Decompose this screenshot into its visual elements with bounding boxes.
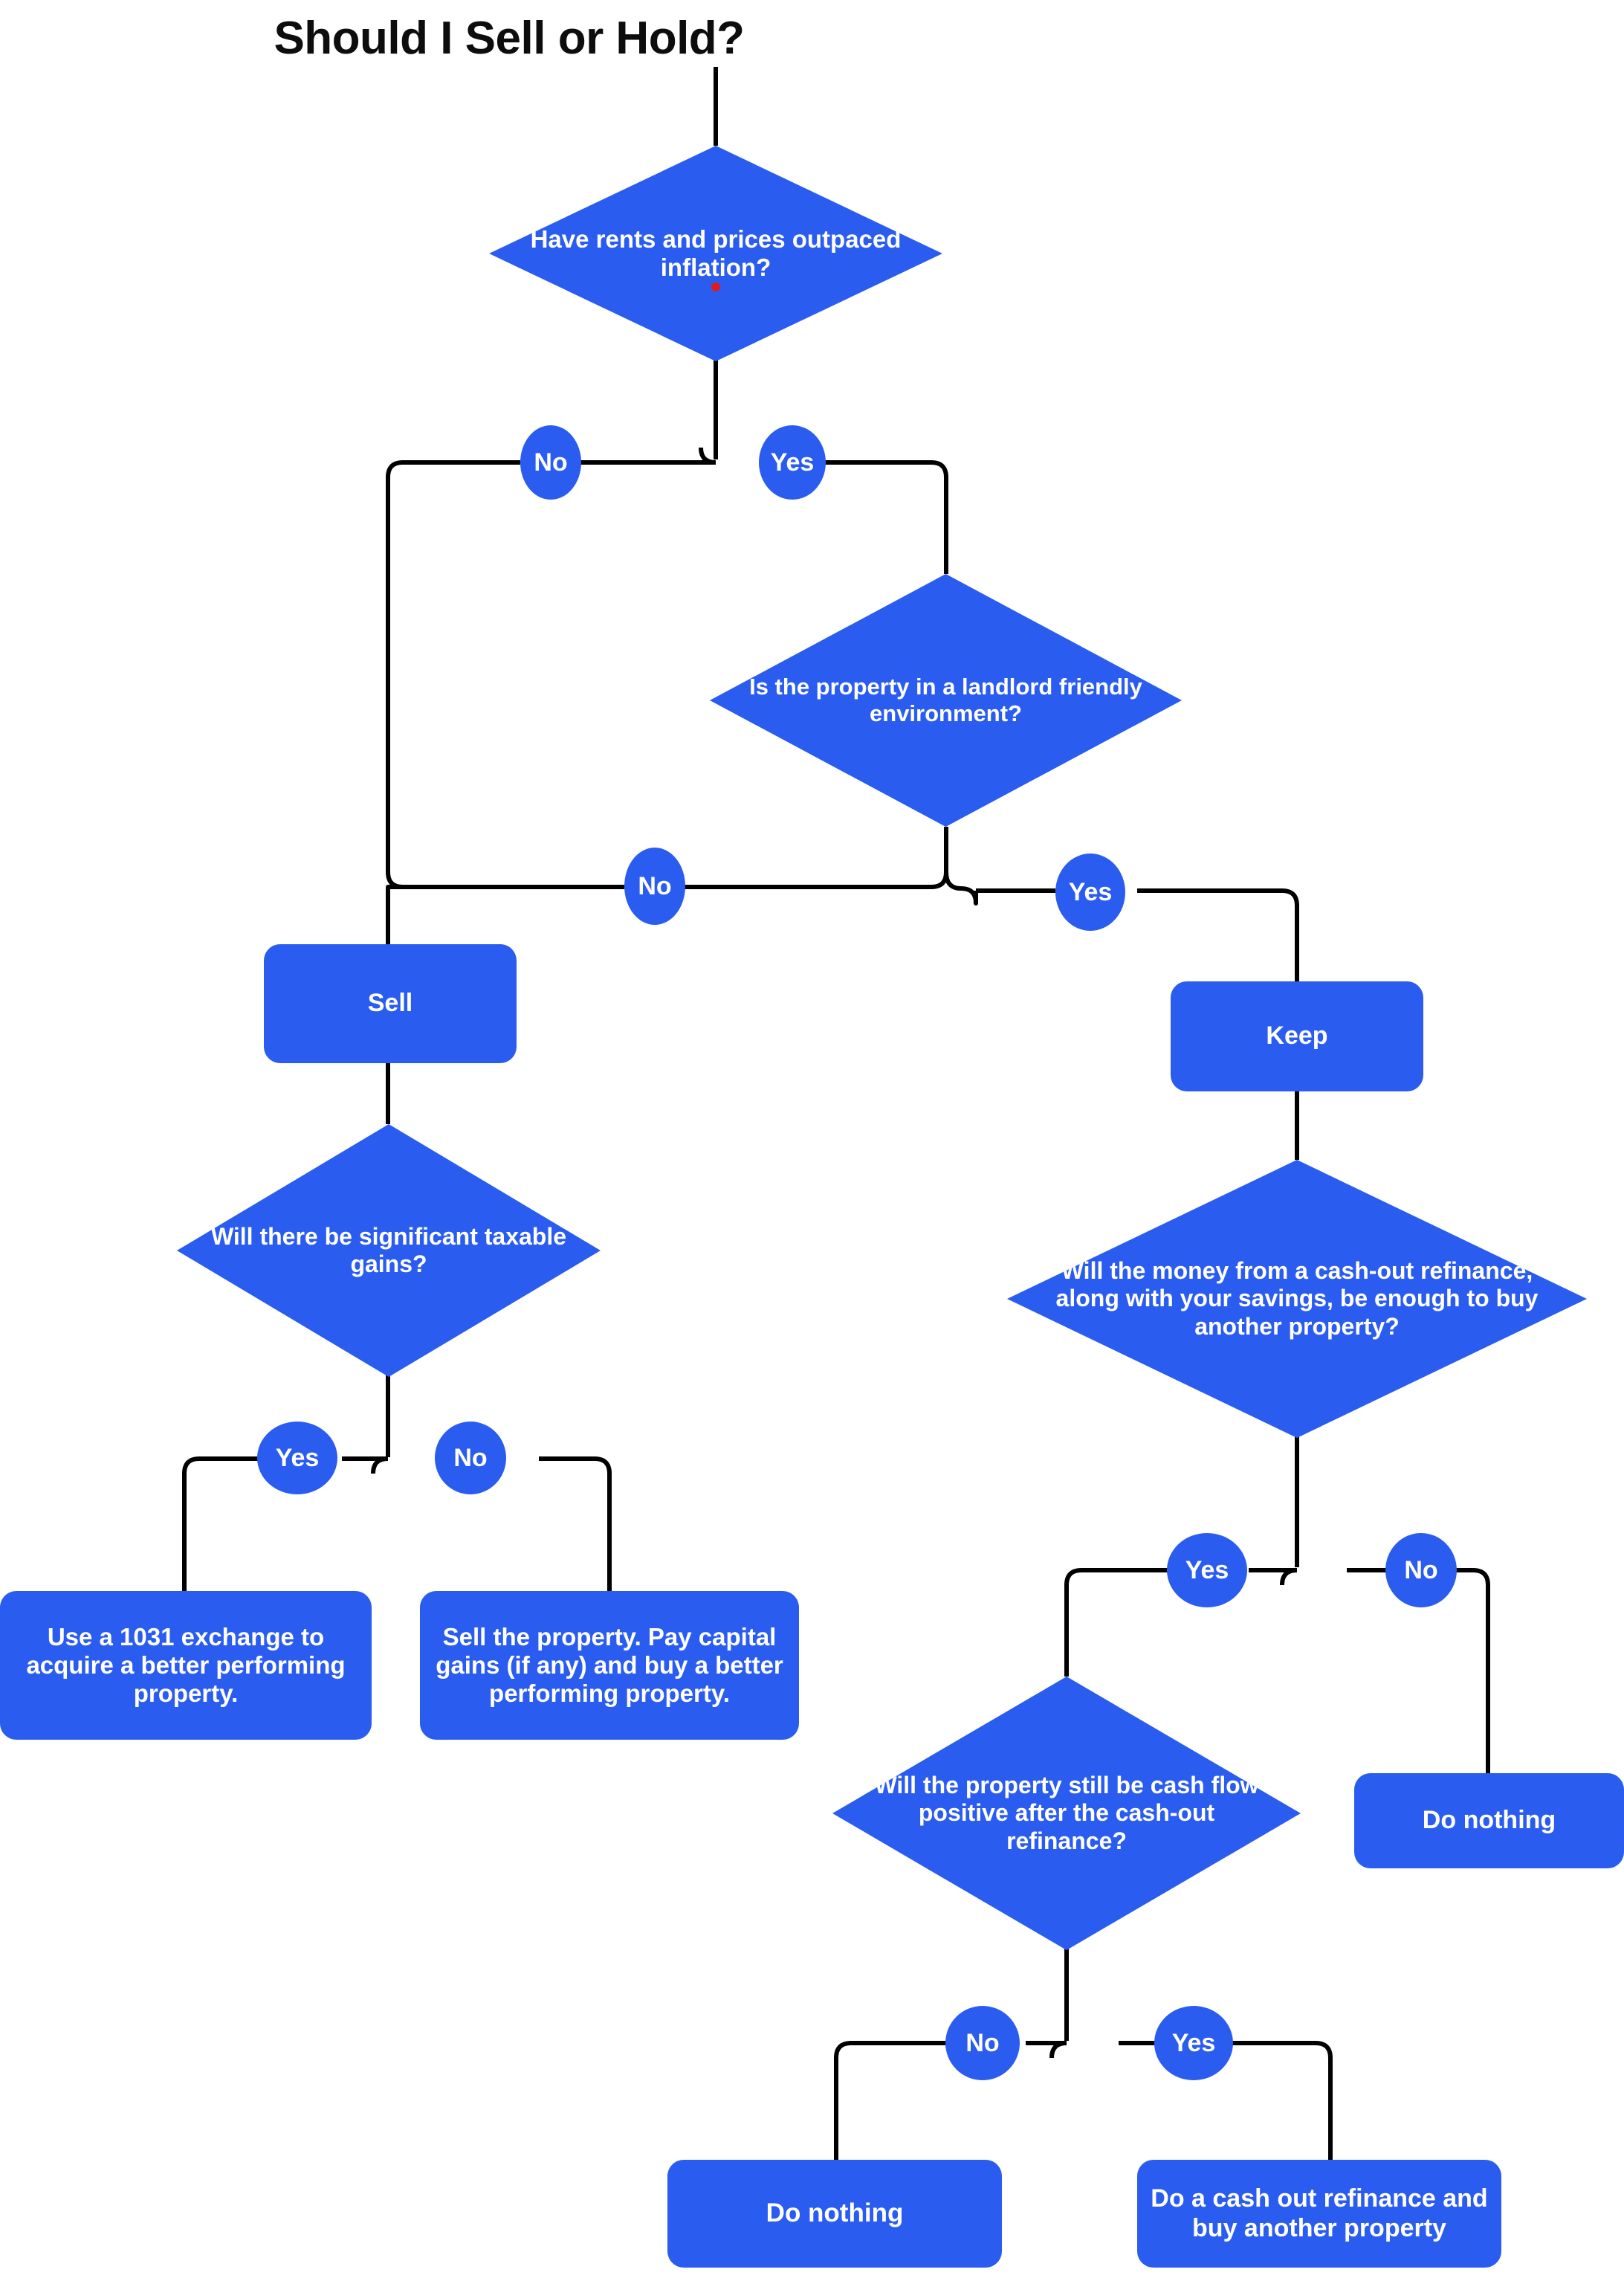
wire-q1-no-run: [386, 460, 520, 889]
outcome-node-sell-pay-gains[interactable]: Sell the property. Pay capital gains (if…: [420, 1591, 799, 1740]
edge-label-q2-yes[interactable]: Yes: [1055, 854, 1125, 931]
decision-label: Is the property in a landlord friendly e…: [749, 674, 1142, 726]
wire-q3-yes: [342, 1456, 389, 1474]
wire-q5-no-run: [834, 2041, 948, 2160]
decision-node-cash-flow-positive[interactable]: Will the property still be cash flow pos…: [832, 1677, 1301, 1950]
edge-label-q5-yes[interactable]: Yes: [1154, 2006, 1233, 2080]
edge-label-q5-no[interactable]: No: [945, 2006, 1020, 2080]
outcome-node-1031-exchange[interactable]: Use a 1031 exchange to acquire a better …: [0, 1591, 372, 1740]
edge-label-q2-no[interactable]: No: [624, 848, 685, 925]
decision-node-refi-enough[interactable]: Will the money from a cash-out refinance…: [1007, 1160, 1587, 1438]
decision-label: Have rents and prices outpaced inflation…: [530, 225, 902, 281]
decision-label: Will there be significant taxable gains?: [210, 1222, 567, 1277]
outcome-node-cash-out-refi[interactable]: Do a cash out refinance and buy another …: [1137, 2160, 1501, 2268]
outcome-node-do-nothing-bottom[interactable]: Do nothing: [667, 2160, 1002, 2268]
outcome-node-sell[interactable]: Sell: [264, 944, 517, 1063]
wire-q3-yes-run: [182, 1456, 264, 1591]
decision-node-rents-inflation[interactable]: Have rents and prices outpaced inflation…: [489, 146, 942, 361]
wire-q4-yes-run: [1064, 1568, 1171, 1677]
wire-q5-no: [1026, 2041, 1067, 2059]
wire-q5-yes-run2: [1230, 2041, 1333, 2160]
edge-label-q1-no[interactable]: No: [520, 425, 581, 500]
edge-label-q1-yes[interactable]: Yes: [759, 425, 826, 500]
wire-q2-yes-run2: [1137, 888, 1299, 981]
wire-q4-no-run2: [1434, 1568, 1490, 1773]
wire-q4-yes: [1249, 1568, 1298, 1586]
edge-label-q3-no[interactable]: No: [435, 1422, 506, 1494]
outcome-node-keep[interactable]: Keep: [1171, 981, 1423, 1091]
edge-label-q4-yes[interactable]: Yes: [1167, 1533, 1247, 1607]
wire-q3-no-run2: [539, 1456, 612, 1591]
cursor-dot: [711, 283, 720, 291]
decision-node-landlord-friendly[interactable]: Is the property in a landlord friendly e…: [710, 574, 1182, 827]
wire-q2-yes-stub: [944, 871, 978, 906]
decision-label: Will the property still be cash flow pos…: [874, 1772, 1259, 1854]
wire-q2-bottom: [684, 827, 948, 889]
page-title: Should I Sell or Hold?: [274, 13, 745, 64]
edge-label-q3-yes[interactable]: Yes: [257, 1422, 337, 1494]
decision-node-taxable-gains[interactable]: Will there be significant taxable gains?: [177, 1124, 601, 1377]
edge-label-q4-no[interactable]: No: [1385, 1533, 1457, 1607]
wire-q1-no: [580, 447, 716, 465]
outcome-node-do-nothing-right[interactable]: Do nothing: [1354, 1773, 1624, 1868]
decision-label: Will the money from a cash-out refinance…: [1055, 1257, 1539, 1340]
wire-q2-no-run: [386, 885, 624, 944]
